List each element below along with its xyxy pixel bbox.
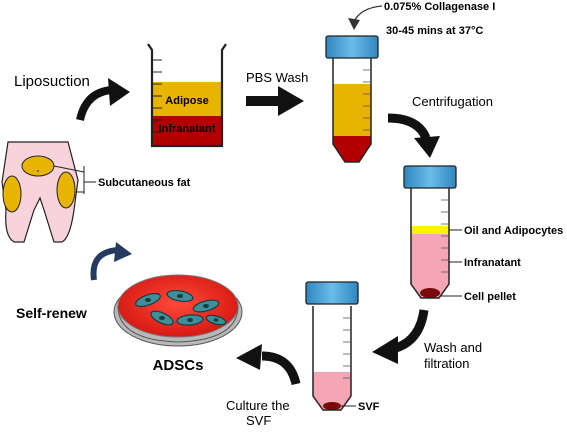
tube-centrifuged	[403, 165, 457, 299]
subcutaneous-fat-label: Subcutaneous fat	[98, 177, 191, 189]
centrifugation-arrow	[387, 113, 440, 158]
cell-pellet	[420, 288, 440, 298]
cell-pellet-label: Cell pellet	[464, 291, 516, 303]
fat-deposit-right-hip	[56, 171, 76, 209]
self-renew-arrow	[90, 242, 132, 281]
beaker-infranatant-label: Infranatant	[159, 123, 216, 135]
svf-pellet	[323, 402, 341, 410]
body-illustration	[1, 141, 79, 243]
tube2-pointers	[440, 229, 462, 297]
oil-adipocytes-layer	[411, 226, 449, 234]
tube-svf	[305, 281, 359, 411]
tube-cap	[325, 35, 379, 59]
wash-label-line1: Wash and	[424, 340, 482, 355]
tube-cap	[305, 281, 359, 305]
self-renew-label: Self-renew	[16, 305, 87, 321]
tube-digestion	[325, 35, 379, 163]
fat-deposit-left-hip	[2, 175, 22, 213]
wash-label-line2: filtration	[424, 356, 470, 371]
svf-label: SVF	[358, 401, 380, 413]
subcutaneous-fat-pointer	[53, 165, 96, 194]
oil-adipocytes-label: Oil and Adipocytes	[464, 225, 563, 237]
collagenase-label: 0.075% Collagenase I	[384, 1, 495, 13]
pbs-wash-label: PBS Wash	[246, 70, 308, 85]
petri-dish	[113, 274, 243, 347]
infranatant-tube-label: Infranatant	[464, 257, 521, 269]
liposuction-arrow	[76, 78, 130, 122]
incubation-label: 30-45 mins at 37°C	[386, 25, 483, 37]
tube-infranatant-layer	[411, 234, 449, 298]
tube-cap	[403, 165, 457, 189]
beaker-adipose-layer	[152, 82, 222, 116]
beaker	[147, 43, 227, 148]
collagenase-arrow	[348, 5, 383, 30]
liposuction-label: Liposuction	[14, 73, 90, 90]
adscs-label: ADSCs	[153, 357, 204, 374]
beaker-adipose-label: Adipose	[165, 95, 208, 107]
centrifugation-label: Centrifugation	[412, 94, 493, 109]
fat-deposit-abdomen	[21, 155, 55, 177]
culture-label-line1: Culture the	[226, 398, 290, 413]
beaker-infranatant-layer	[152, 116, 222, 146]
culture-arrow	[236, 344, 301, 386]
svf-layer	[313, 372, 351, 410]
wash-filtration-arrow	[372, 309, 429, 364]
pbs-wash-arrow	[246, 86, 304, 116]
culture-label-line2: SVF	[246, 413, 271, 427]
